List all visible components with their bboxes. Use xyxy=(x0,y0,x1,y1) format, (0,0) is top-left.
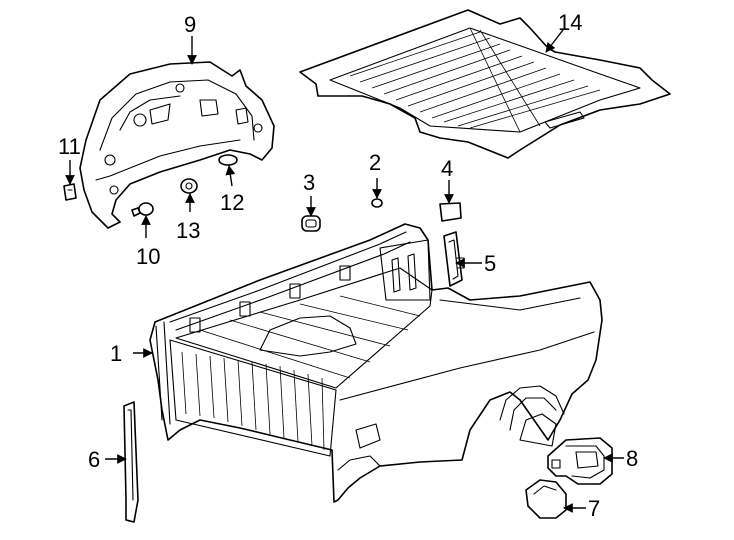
callout-3: 3 xyxy=(303,170,315,195)
callout-10: 10 xyxy=(136,244,160,269)
part-10-push-pin xyxy=(131,202,154,217)
callout-11: 11 xyxy=(58,134,81,159)
part-12-plug xyxy=(218,154,238,166)
part-13-grommet xyxy=(180,178,198,194)
part-9-wheelhouse-liner xyxy=(79,61,275,229)
callout-12: 12 xyxy=(220,190,244,215)
part-7-filler-door xyxy=(525,479,567,519)
leader-12 xyxy=(225,165,236,187)
callout-13: 13 xyxy=(176,218,200,243)
part-5-panel xyxy=(443,231,465,287)
callout-6: 6 xyxy=(88,447,100,472)
part-14-bed-mat xyxy=(299,9,671,159)
callout-2: 2 xyxy=(369,150,381,175)
callout-14: 14 xyxy=(558,10,582,35)
callout-5: 5 xyxy=(484,251,496,276)
callout-8: 8 xyxy=(626,446,638,471)
part-6-corner-trim xyxy=(123,401,139,523)
part-3-grommet xyxy=(301,215,321,232)
callout-4: 4 xyxy=(441,156,453,181)
part-8-filler-housing xyxy=(547,437,613,485)
part-11-clip xyxy=(63,183,77,201)
callout-7: 7 xyxy=(588,496,600,521)
part-4-cover xyxy=(439,202,462,222)
leader-14 xyxy=(545,29,564,53)
callout-1: 1 xyxy=(110,341,122,366)
callout-labels: 9 14 11 10 13 12 3 2 4 5 1 6 7 8 xyxy=(58,10,638,521)
callout-9: 9 xyxy=(184,12,196,37)
leader-lines xyxy=(65,29,624,513)
part-2-plug xyxy=(371,198,383,208)
part-1-pickup-box xyxy=(149,223,603,503)
